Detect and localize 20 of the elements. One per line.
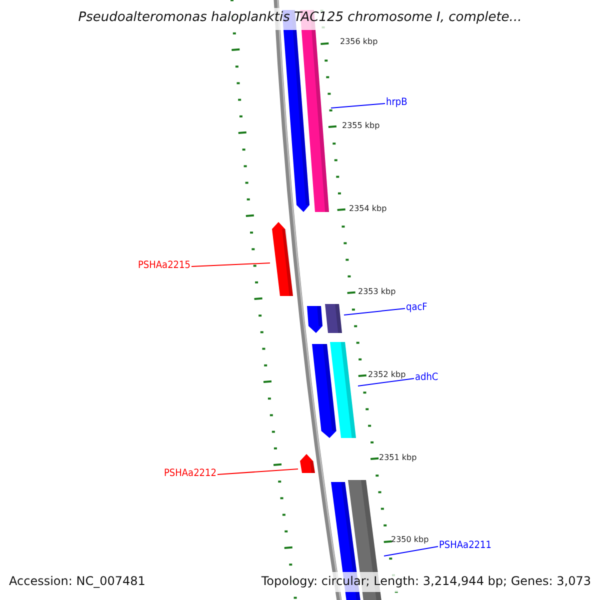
leader-line	[190, 262, 270, 267]
gene-label: PSHAa2212	[164, 468, 216, 479]
gene-label: qacF	[406, 302, 428, 313]
gene-bar	[272, 222, 293, 296]
scale-label: 2355 kbp	[342, 121, 380, 130]
gene-bar	[330, 342, 356, 438]
gene-label: adhC	[415, 372, 438, 383]
gene-label: hrpB	[386, 97, 408, 108]
accession-label: Accession: NC_007481	[9, 574, 146, 588]
gene-bar	[300, 454, 315, 473]
leader-line	[344, 308, 406, 316]
gene-label: PSHAa2211	[439, 540, 492, 551]
scale-label: 2354 kbp	[349, 204, 387, 213]
gene-label: PSHAa2215	[138, 260, 190, 271]
leader-line	[216, 468, 298, 475]
gene-bar	[325, 304, 342, 333]
scale-label: 2351 kbp	[379, 453, 417, 462]
leader-line	[358, 378, 414, 386]
leader-line	[330, 103, 386, 108]
leader-line	[384, 546, 438, 556]
